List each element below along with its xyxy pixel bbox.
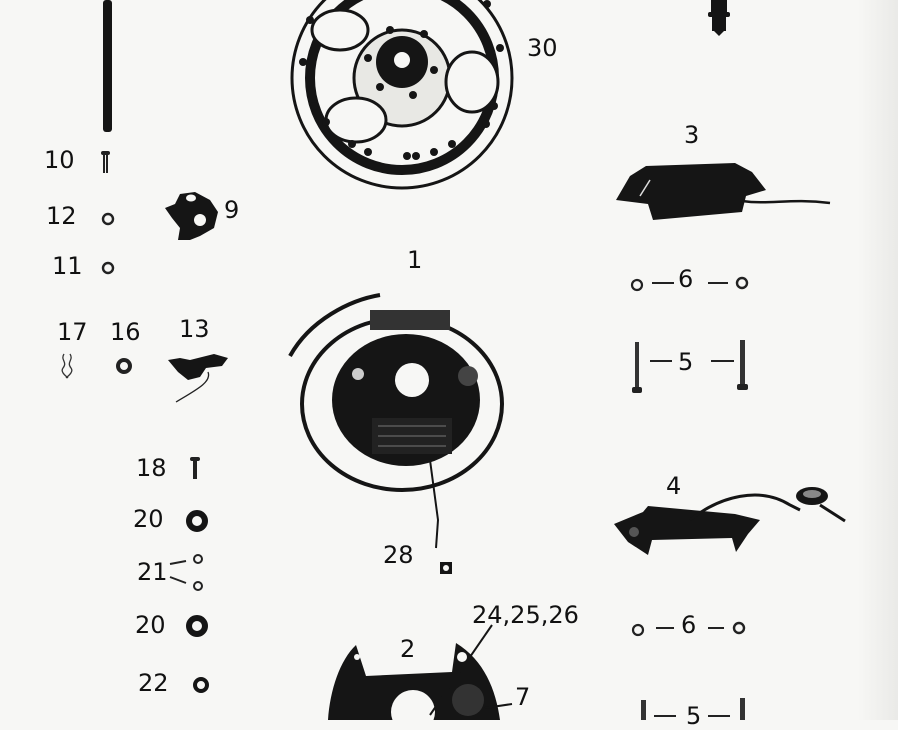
washer-6b-group [631,621,746,637]
washer-20a-icon [186,510,208,532]
washer-11-icon [101,261,115,275]
screw-5a-group [632,340,748,393]
part-label-7: 7 [515,683,531,711]
nut-16-icon [116,358,132,374]
part-label-12: 12 [46,202,77,230]
spark-plug-terminal-icon [708,0,730,36]
ignition-coil-3-icon [616,163,831,220]
part-label-21: 21 [137,558,168,586]
leader-24-25-26 [429,624,493,716]
clip-17-icon [61,353,73,379]
part-label-30: 30 [527,34,558,62]
part-label-28: 28 [383,541,414,569]
part-label-16: 16 [110,318,141,346]
part-label-13: 13 [179,315,210,343]
part-label-20b: 20 [135,611,166,639]
contact-13-icon [168,354,228,403]
part-label-22: 22 [138,669,169,697]
breaker-arm-9-icon [165,192,218,240]
part-label-18: 18 [136,454,167,482]
part-label-11: 11 [52,252,83,280]
leader-7 [484,703,513,709]
part-label-20a: 20 [133,505,164,533]
washer-6-left-icon [630,278,644,292]
washer-21-group [169,554,203,591]
part-label-24-25-26: 24,25,26 [472,601,579,629]
cable-rod-icon [103,0,112,132]
washer-6-right-icon [735,276,749,290]
base-plate-2-icon [328,624,513,720]
part-label-5b: 5 [686,702,702,730]
part-label-3: 3 [684,121,700,149]
part-label-9: 9 [224,196,240,224]
washer-20b-icon [186,615,208,637]
flywheel-30-icon [290,0,514,190]
washer-12-icon [101,212,115,226]
part-label-4: 4 [666,472,682,500]
part-label-5a: 5 [678,348,694,376]
part-label-6b: 6 [681,611,697,639]
part-label-1: 1 [407,246,423,274]
scan-edge-shadow [858,0,898,720]
screw-10-icon [101,151,110,173]
washer-6a-group [630,276,749,292]
part-label-10: 10 [44,146,75,174]
stator-plate-1-icon [288,293,504,574]
screw-18-icon [190,457,200,479]
screw-5b-group [641,698,745,720]
part-label-6a: 6 [678,265,694,293]
coil-4-icon [614,487,846,555]
part-label-2: 2 [400,635,416,663]
part-label-17: 17 [57,318,88,346]
washer-22-icon [193,677,209,693]
